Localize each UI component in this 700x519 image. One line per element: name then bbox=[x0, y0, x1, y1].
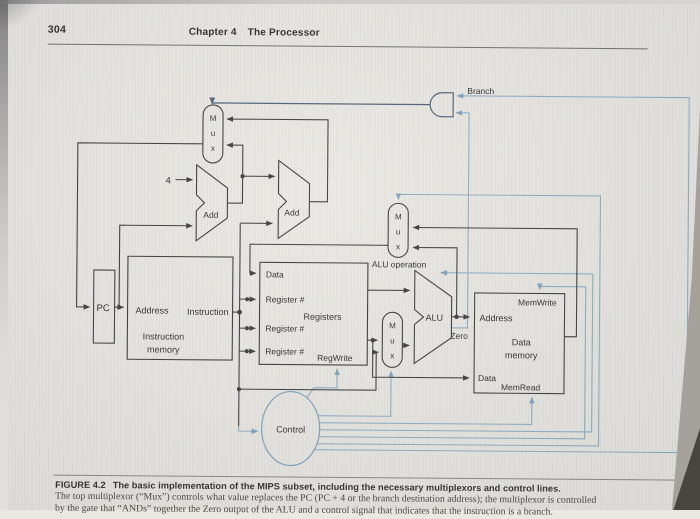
registers-data-label: Data bbox=[266, 269, 284, 279]
imem-title-line1: Instruction bbox=[143, 331, 185, 341]
aluop-wire bbox=[315, 272, 593, 432]
add2-label: Add bbox=[284, 207, 299, 217]
memwrite-label: MemWrite bbox=[518, 297, 557, 307]
dmem-title-line1: Data bbox=[512, 337, 531, 347]
alu-result-to-mux-wire bbox=[413, 247, 458, 316]
mux-select-wire bbox=[212, 103, 430, 106]
photo-left-edge-shadow bbox=[0, 0, 8, 510]
dmem-title-line2: memory bbox=[505, 350, 538, 360]
mux-letter-labels: M u x M u x M u x bbox=[208, 114, 403, 361]
mux2-u: u bbox=[396, 227, 401, 236]
add-pc4-block bbox=[196, 165, 228, 241]
mux2-m: M bbox=[395, 212, 402, 221]
control-input-wire bbox=[239, 426, 258, 431]
instruction-bus-wire bbox=[239, 223, 241, 426]
photo-corner-shadow bbox=[0, 0, 46, 32]
memtoreg-wire bbox=[317, 194, 601, 446]
pc-label: PC bbox=[97, 303, 110, 314]
mux1-u: u bbox=[211, 129, 216, 138]
branch-and-gate-group bbox=[212, 91, 453, 117]
alu-operation-label: ALU operation bbox=[372, 259, 427, 269]
pc-plus4-wire bbox=[226, 145, 242, 203]
branch-target-wire bbox=[226, 119, 328, 202]
chapter-title: The Processor bbox=[248, 27, 320, 39]
dmem-data-label: Data bbox=[478, 373, 496, 383]
regwrite-wire bbox=[307, 369, 337, 398]
add1-label: Add bbox=[203, 210, 218, 220]
and-gate-icon bbox=[430, 93, 453, 117]
mux3-u: u bbox=[390, 336, 395, 345]
figure-number: FIGURE 4.2 bbox=[55, 480, 106, 490]
registers-regnum3-label: Register # bbox=[265, 346, 304, 356]
mux1-x: x bbox=[211, 144, 215, 153]
dmem-address-label: Address bbox=[479, 313, 513, 323]
imem-address-label: Address bbox=[136, 305, 170, 315]
add-branch-block bbox=[278, 160, 310, 238]
photo-top-edge-shadow bbox=[0, 0, 700, 4]
const-four-label: 4 bbox=[166, 176, 171, 187]
imem-title-line2: memory bbox=[147, 344, 180, 354]
chapter-label: Chapter 4 bbox=[189, 27, 237, 38]
regwrite-label: RegWrite bbox=[317, 353, 353, 363]
alu-label: ALU bbox=[425, 313, 443, 323]
chapter-header: Chapter 4 The Processor bbox=[189, 27, 320, 39]
memread-label: MemRead bbox=[501, 382, 541, 392]
control-label: Control bbox=[276, 424, 305, 434]
zero-wire bbox=[451, 113, 469, 328]
pc-to-add-wire bbox=[119, 225, 192, 308]
page-number: 304 bbox=[48, 24, 67, 36]
registers-title: Registers bbox=[303, 312, 342, 322]
mux3-x: x bbox=[390, 351, 394, 360]
mux3-m: M bbox=[389, 321, 396, 330]
control-signal-labels: Branch ALU operation Zero RegWrite MemWr… bbox=[276, 84, 559, 436]
zero-label: Zero bbox=[450, 331, 468, 341]
mux2-x: x bbox=[396, 242, 400, 251]
offset-to-mux-wire bbox=[239, 351, 378, 390]
memread-wire bbox=[314, 396, 532, 425]
mux1-m: M bbox=[210, 114, 217, 123]
registers-regnum2-label: Register # bbox=[265, 323, 304, 333]
registers-regnum1-label: Register # bbox=[266, 294, 305, 304]
imem-instruction-label: Instruction bbox=[187, 307, 229, 317]
branch-label: Branch bbox=[467, 86, 494, 96]
